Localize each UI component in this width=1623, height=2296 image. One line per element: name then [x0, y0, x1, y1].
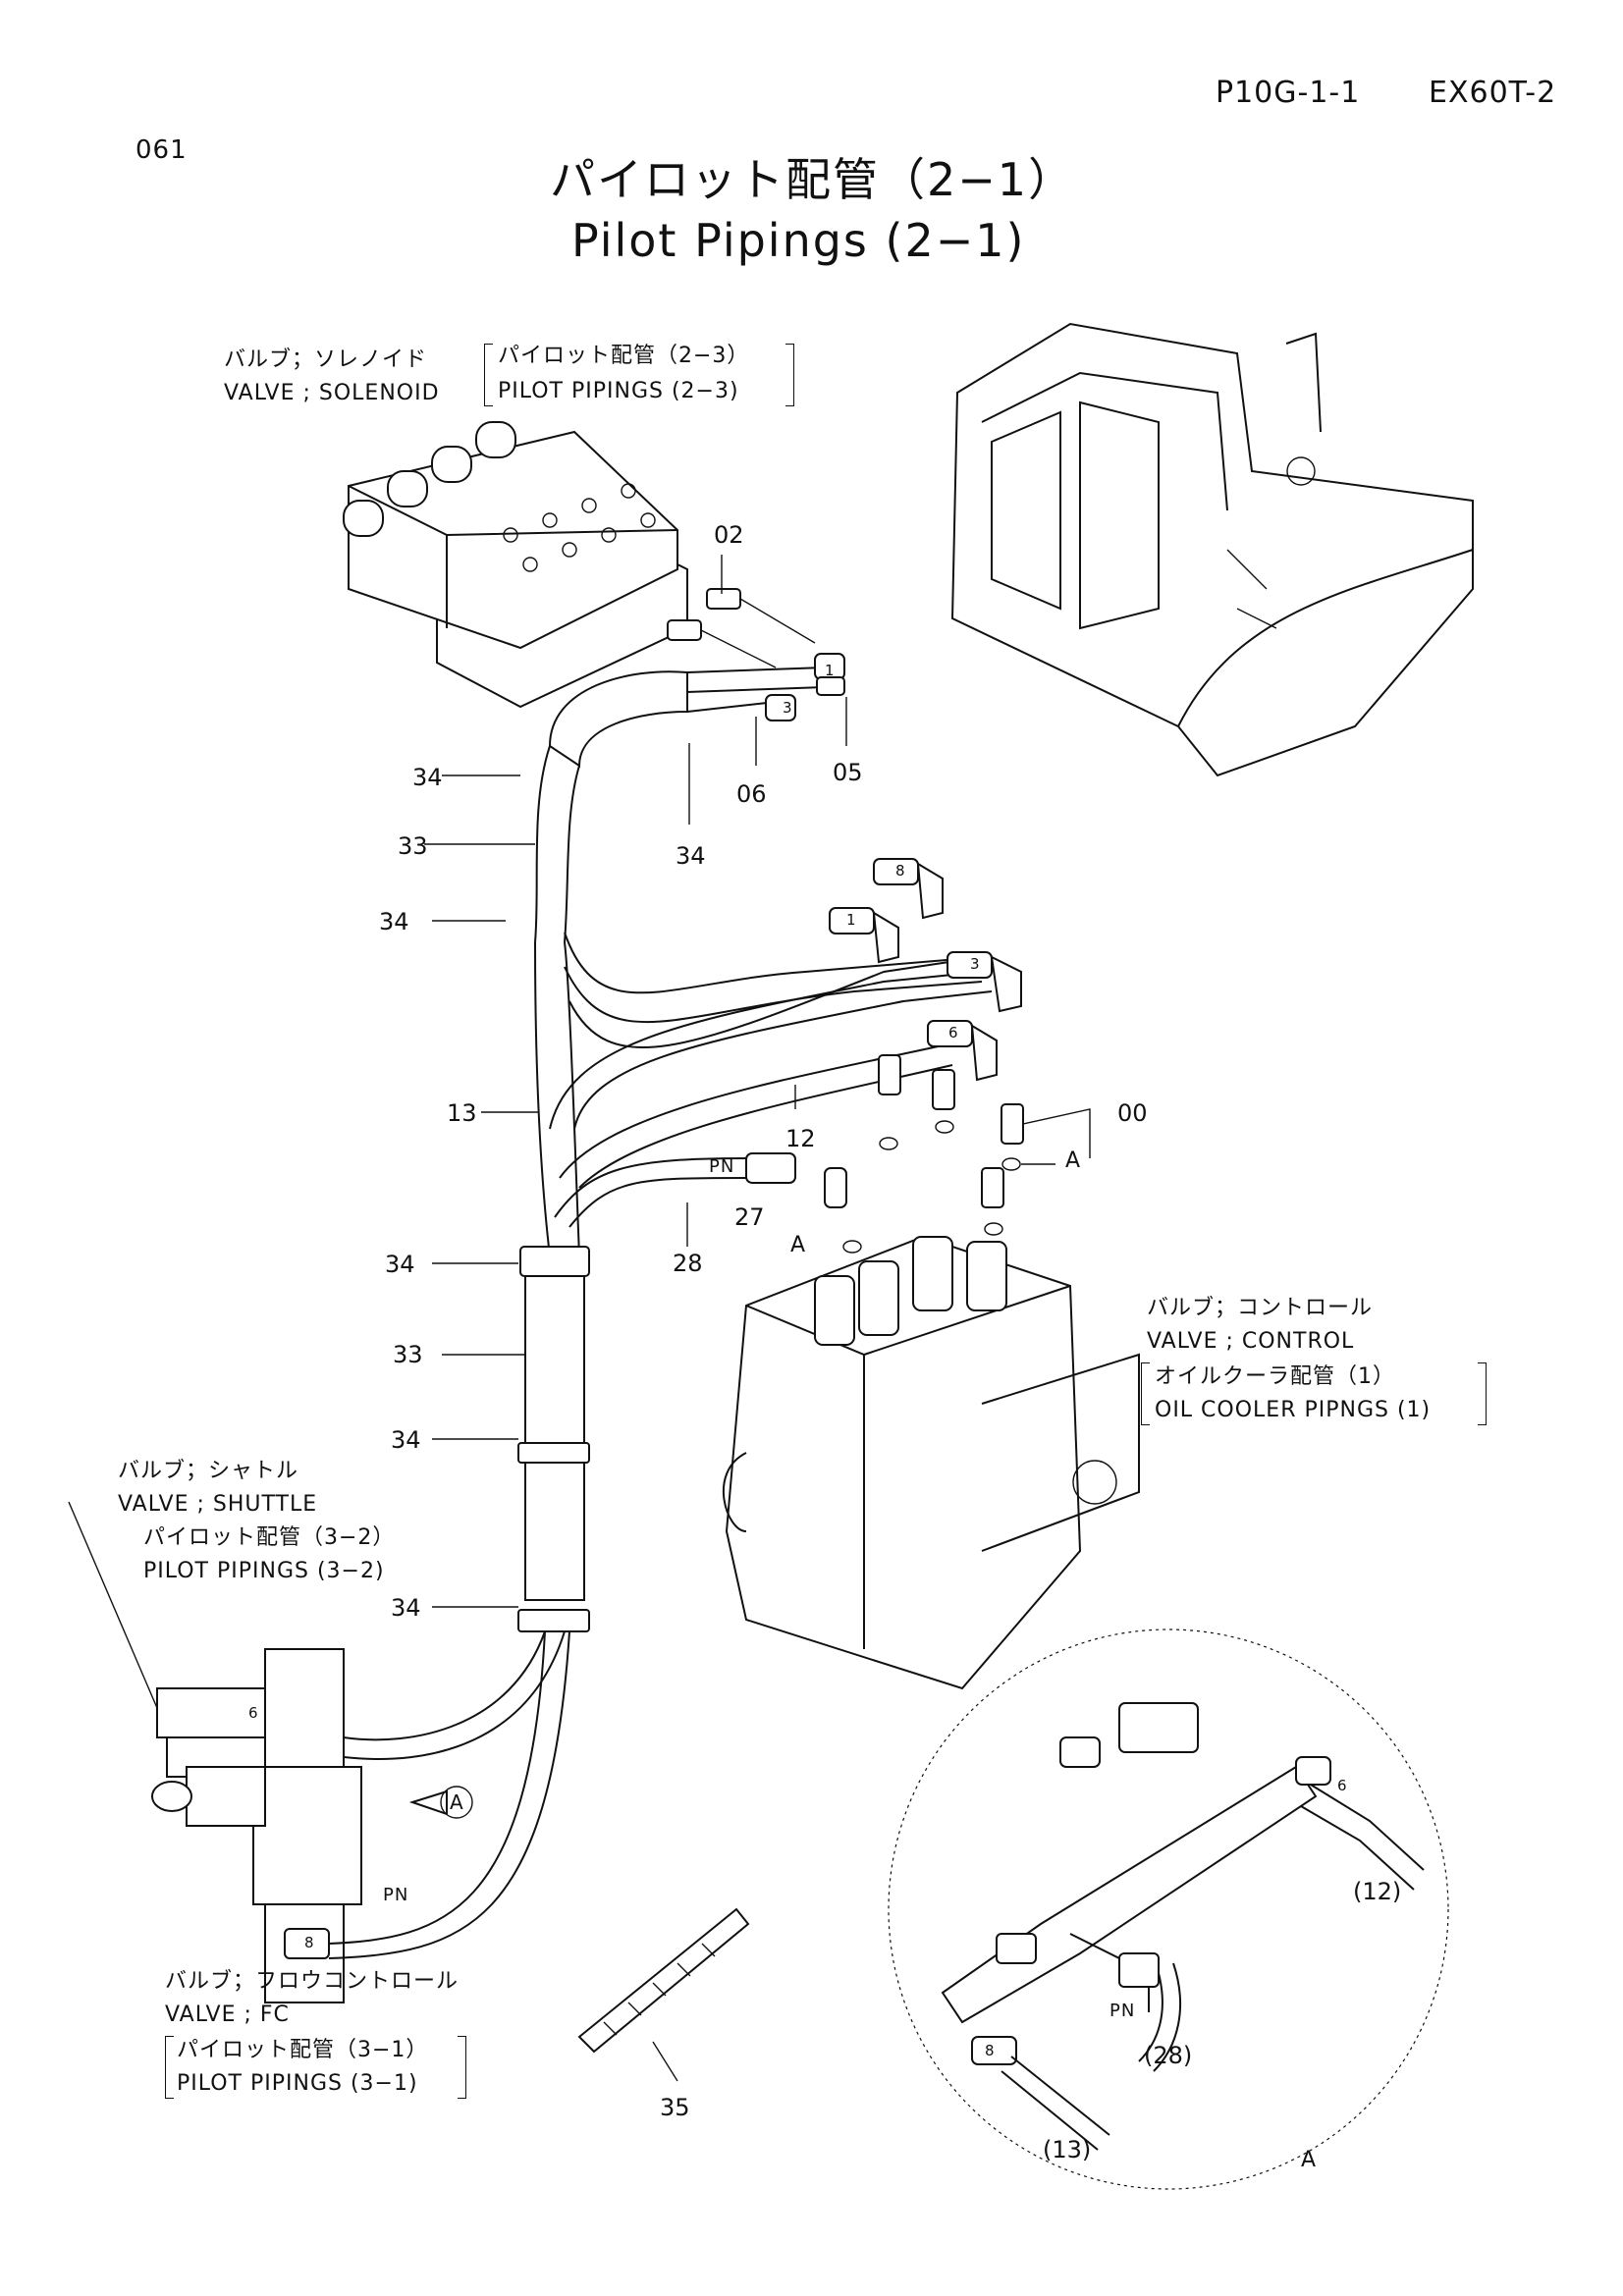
solenoid-ref-en: PILOT PIPINGS (2−3): [498, 379, 739, 403]
pn-label-1: PN: [709, 1156, 735, 1177]
detail-label-13: (13): [1043, 2136, 1092, 2163]
control-ref-bracket-right: [1478, 1362, 1487, 1425]
hose-tag-1-upper: 1: [825, 662, 835, 679]
model-code: EX60T-2: [1429, 76, 1557, 110]
part-number-34-b: 34: [676, 842, 706, 870]
solenoid-ref-bracket-right: [785, 344, 794, 406]
excavator-overview-drawing: [952, 324, 1473, 775]
hose-bundle-upper: [535, 654, 844, 942]
fc-ref-jp: パイロット配管（3−1）: [177, 2038, 429, 2062]
shuttle-label-jp: バルブ；シャトル: [118, 1459, 299, 1483]
hose-tag-6-left: 6: [248, 1704, 258, 1722]
section-mark-a-2: A: [790, 1233, 807, 1257]
fc-ref-bracket-right: [458, 2036, 466, 2099]
hose-tag-6: 6: [948, 1024, 958, 1041]
fitting-02-drawing: [668, 589, 815, 667]
detail-mark-a: A: [1301, 2148, 1318, 2172]
part-number-06: 06: [736, 780, 767, 808]
detail-label-12: (12): [1353, 1878, 1402, 1905]
control-hoses: [550, 859, 1021, 1227]
control-ref-en: OIL COOLER PIPNGS (1): [1155, 1398, 1432, 1422]
shuttle-ref-en: PILOT PIPINGS (3−2): [143, 1559, 385, 1583]
part-number-34-e: 34: [391, 1426, 421, 1454]
hose-tag-8-left: 8: [304, 1934, 314, 1951]
solenoid-label-en: VALVE ; SOLENOID: [224, 381, 440, 405]
solenoid-ref-bracket-left: [484, 344, 493, 406]
page-title-en: Pilot Pipings (2−1): [571, 214, 1026, 267]
part-number-02: 02: [714, 521, 744, 549]
part-number-05: 05: [833, 759, 863, 786]
hose-tag-8-detail: 8: [985, 2042, 995, 2059]
solenoid-ref-jp: パイロット配管（2−3）: [498, 344, 750, 368]
page-title-jp: パイロット配管（2−1）: [550, 153, 1076, 206]
part-number-28: 28: [673, 1250, 703, 1277]
part-number-12: 12: [785, 1125, 816, 1152]
part-number-35: 35: [660, 2094, 690, 2121]
part-number-34-f: 34: [391, 1594, 421, 1622]
pn-label-3: PN: [1109, 2001, 1136, 2021]
page-code: P10G-1-1: [1216, 76, 1361, 110]
spiral-guard-35-drawing: [579, 1909, 748, 2052]
part-number-13: 13: [447, 1099, 477, 1127]
sheet-number: 061: [135, 135, 188, 165]
shuttle-ref-jp: パイロット配管（3−2）: [143, 1525, 396, 1550]
control-ref-bracket-left: [1141, 1362, 1150, 1425]
adapters-00: [825, 1055, 1090, 1253]
control-label-en: VALVE ; CONTROL: [1147, 1329, 1355, 1354]
section-mark-a-1: A: [1065, 1148, 1082, 1173]
view-mark-a: A: [450, 1790, 464, 1814]
hose-tag-3: 3: [970, 955, 980, 973]
fc-label-jp: バルブ；フロウコントロール: [165, 1969, 460, 1994]
detail-view-a: [889, 1629, 1448, 2189]
part-number-33-a: 33: [398, 832, 428, 860]
part-number-33-b: 33: [393, 1341, 423, 1368]
fc-ref-en: PILOT PIPINGS (3−1): [177, 2071, 418, 2096]
hose-tag-8: 8: [895, 862, 905, 880]
control-label-jp: バルブ；コントロール: [1147, 1296, 1374, 1320]
part-number-34-d: 34: [385, 1251, 415, 1278]
shuttle-label-en: VALVE ; SHUTTLE: [118, 1492, 318, 1517]
protector-tube-33: [518, 942, 589, 1631]
hose-tag-1: 1: [846, 911, 856, 929]
pn-label-2: PN: [383, 1885, 409, 1905]
part-number-34-c: 34: [379, 908, 409, 935]
hose-tag-6-detail: 6: [1337, 1777, 1347, 1794]
part-number-34-a: 34: [412, 764, 443, 791]
control-ref-jp: オイルクーラ配管（1）: [1155, 1364, 1395, 1389]
detail-label-28: (28): [1144, 2042, 1193, 2069]
solenoid-valve-drawing: [344, 422, 687, 707]
fc-ref-bracket-left: [165, 2036, 174, 2099]
hose-tag-3-upper: 3: [783, 699, 792, 717]
solenoid-label-jp: バルブ；ソレノイド: [224, 347, 428, 372]
control-valve-drawing: [724, 1237, 1139, 1688]
part-number-27: 27: [734, 1203, 765, 1231]
leader-lines: [69, 555, 846, 2081]
shuttle-fc-valve-drawing: [152, 1631, 569, 2002]
part-number-00: 00: [1117, 1099, 1148, 1127]
fc-label-en: VALVE ; FC: [165, 2002, 290, 2027]
